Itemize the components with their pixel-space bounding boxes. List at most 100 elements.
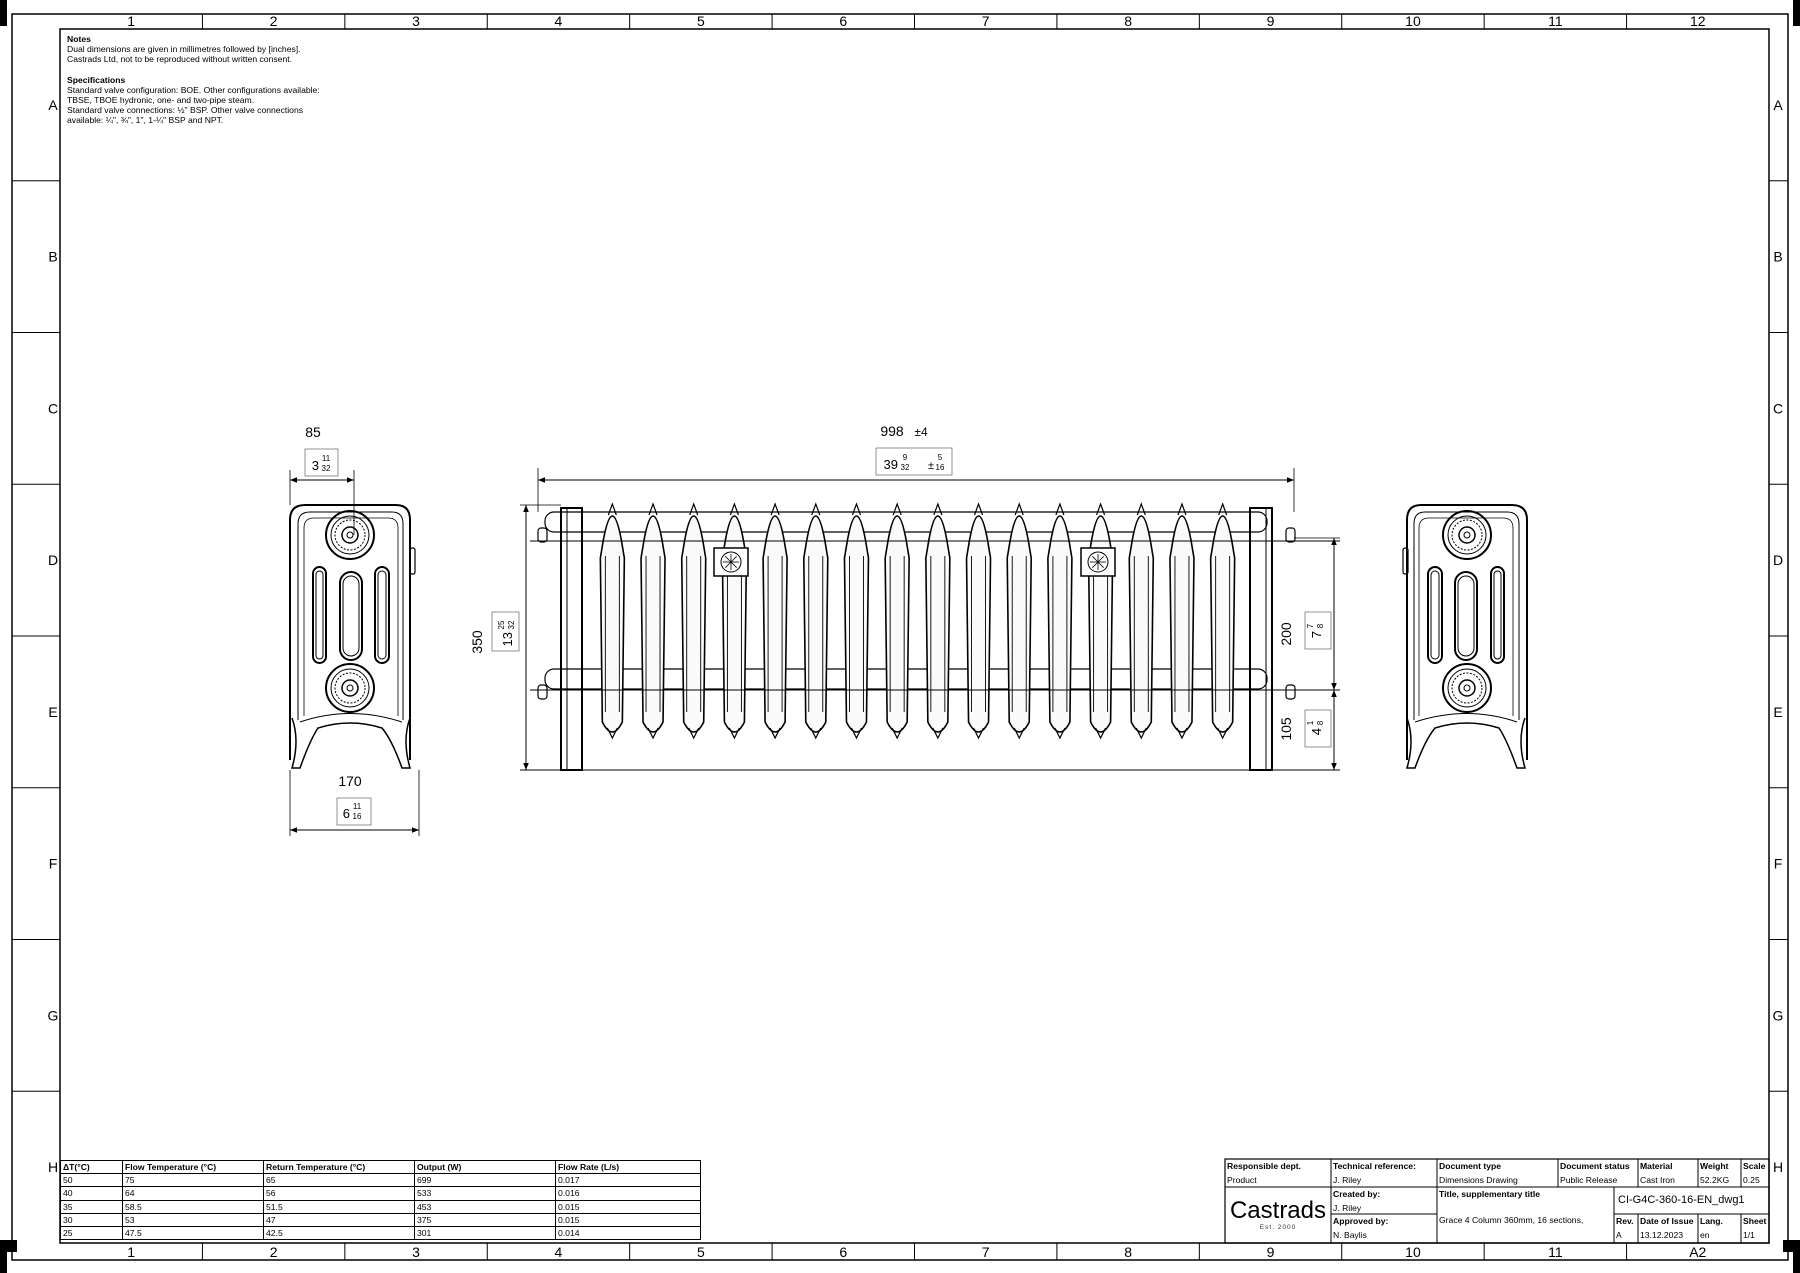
side-boss (346, 684, 354, 692)
front-section (1169, 515, 1195, 733)
dim-floor-mm: 105 (1278, 717, 1294, 741)
created-by-label: Created by: (1333, 1189, 1381, 1199)
notes-line: Dual dimensions are given in millimetres… (67, 44, 301, 55)
title-label: Title, supplementary title (1439, 1189, 1541, 1199)
front-section (599, 515, 626, 733)
dim-depth-top-in-num: 11 (322, 454, 331, 463)
row-label: F (49, 856, 58, 872)
column-label: 10 (1405, 1244, 1421, 1260)
table-cell: 0.016 (555, 1186, 701, 1201)
column-label: 6 (839, 13, 847, 29)
side-boss (330, 515, 370, 555)
front-section-foot (850, 727, 863, 740)
table-row: 35 58.5 51.5 453 0.015 (60, 1199, 701, 1214)
specifications-heading: Specifications (67, 74, 126, 85)
dim-height-in-num: 25 (497, 620, 506, 629)
front-section (884, 515, 910, 733)
side-boss (341, 526, 359, 544)
side-inner-outline (303, 517, 399, 716)
side-boss (1463, 531, 1471, 539)
column-label: 5 (697, 13, 705, 29)
date-label: Date of Issue (1640, 1216, 1694, 1226)
inch-dimension-box (491, 611, 520, 652)
scale-value: 0.25 (1743, 1175, 1760, 1185)
table-cell: 40 (60, 1186, 123, 1201)
spec-line: TBSE, TBOE hydronic, one- and two-pipe s… (67, 95, 255, 106)
dim-depth-base-mm: 170 (338, 773, 362, 789)
row-label: H (48, 1159, 58, 1175)
front-section-crown (729, 502, 739, 516)
side-column-slot (1430, 570, 1440, 660)
side-boss (346, 531, 354, 539)
front-section (762, 515, 788, 733)
column-label: 2 (270, 1244, 278, 1260)
column-header: Return Temperature (°C) (263, 1159, 415, 1175)
dim-length-in-num: 9 (903, 453, 908, 462)
side-column-slot (1490, 566, 1505, 664)
column-label: 1 (127, 13, 135, 29)
front-badge-emblem (730, 556, 737, 563)
side-view-right-body (1402, 504, 1528, 769)
dim-depth-top-in-whole: 3 (312, 458, 319, 473)
front-section (802, 515, 829, 733)
column-label: 4 (555, 13, 563, 29)
table-row: 40 64 56 533 0.016 (60, 1186, 701, 1201)
table-row: 30 53 47 375 0.015 (60, 1212, 701, 1227)
column-label: 9 (1267, 13, 1275, 29)
table-row: 50 75 65 699 0.017 (60, 1173, 701, 1188)
front-section-crown (1055, 502, 1065, 516)
spec-line: Standard valve connections: ½" BSP. Othe… (67, 105, 304, 116)
notes-block: Notes Dual dimensions are given in milli… (67, 34, 347, 126)
front-section-foot (728, 727, 740, 740)
side-feet (1406, 717, 1526, 769)
front-section-crown (892, 502, 902, 516)
column-label: 8 (1124, 1244, 1132, 1260)
table-cell: 56 (263, 1186, 415, 1201)
column-header: Output (W) (414, 1159, 556, 1175)
front-section (965, 515, 992, 733)
sheet-value: 1/1 (1743, 1230, 1755, 1240)
front-badge-emblem (725, 556, 732, 563)
table-cell: 375 (414, 1212, 556, 1227)
side-boss (325, 663, 375, 713)
side-valve-stub (1402, 547, 1409, 575)
side-boss (1451, 519, 1483, 551)
table-cell: 453 (414, 1199, 556, 1214)
front-end-plate-right (1249, 507, 1273, 771)
side-column-slot (1457, 575, 1475, 657)
front-section-foot (769, 727, 781, 740)
tech-ref-value: J. Riley (1333, 1175, 1362, 1185)
row-label: F (1774, 856, 1783, 872)
column-header: Flow Temperature (°C) (122, 1159, 264, 1175)
front-section-crown (851, 502, 862, 516)
created-by-value: J. Riley (1333, 1203, 1362, 1213)
table-cell: 0.015 (555, 1212, 701, 1227)
front-view (520, 502, 1340, 771)
side-feet-arch (299, 713, 403, 723)
column-label: 5 (697, 1244, 705, 1260)
front-section-crown (1218, 502, 1228, 516)
sheet-label: Sheet (1743, 1216, 1767, 1226)
table-cell: 35 (60, 1199, 123, 1214)
dim-floor-in-num: 1 (1306, 720, 1315, 725)
front-section (843, 515, 870, 733)
side-boss (325, 510, 375, 560)
front-section-crown (607, 502, 617, 516)
dim-centres-in-num: 7 (1306, 623, 1315, 628)
side-valve-stub (409, 547, 416, 575)
material-label: Material (1640, 1161, 1673, 1171)
front-section-crown (1014, 502, 1024, 516)
front-plug (537, 684, 548, 700)
row-label: E (1773, 704, 1782, 720)
castrads-logo: Castrads Est. 2000 (1228, 1198, 1328, 1232)
column-header: Flow Rate (L/s) (555, 1159, 701, 1175)
table-cell: 47.5 (122, 1225, 264, 1241)
inch-dimension-box (336, 797, 372, 826)
front-section-crown (648, 502, 658, 516)
dim-floor-in-whole: 4 (1309, 728, 1324, 735)
rev-value: A (1616, 1230, 1622, 1240)
front-section-foot (1135, 727, 1147, 740)
column-label: 7 (982, 13, 990, 29)
weight-value: 52.2KG (1700, 1175, 1730, 1185)
side-column-slot (342, 575, 360, 657)
